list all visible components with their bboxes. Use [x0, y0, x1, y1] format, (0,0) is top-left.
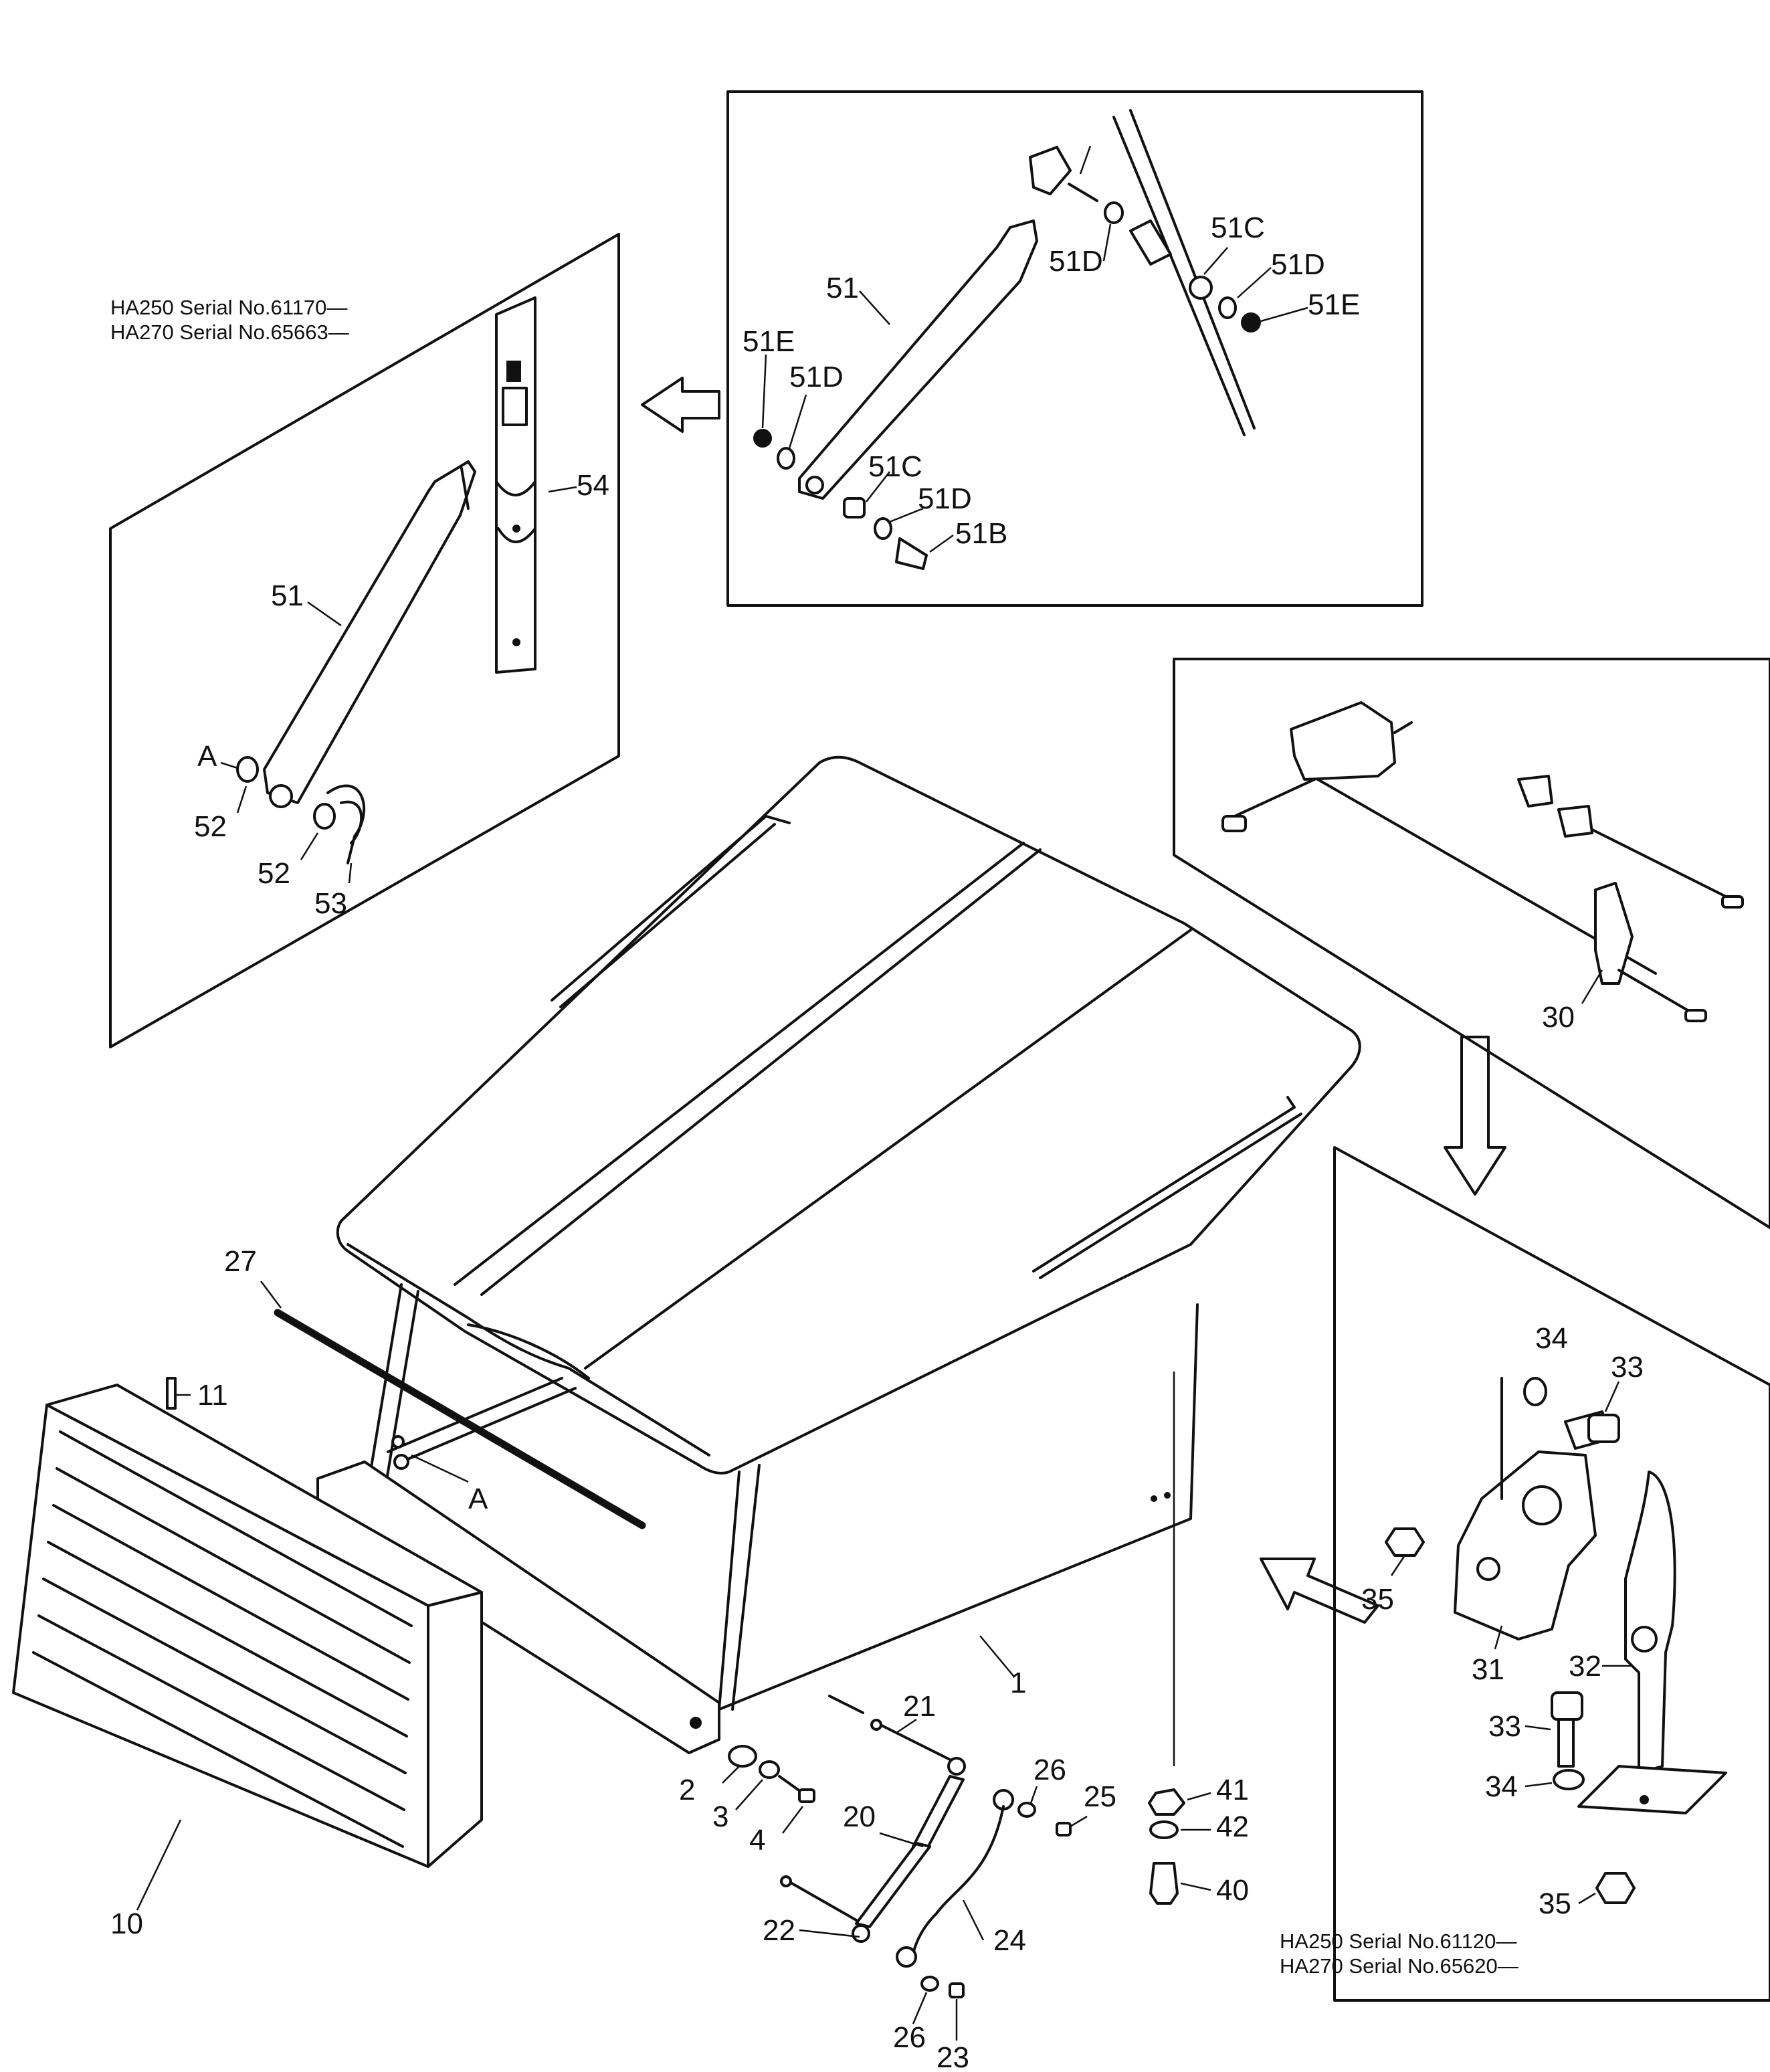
callout-23: 23 — [937, 2041, 969, 2072]
callout-41: 41 — [1216, 1774, 1249, 1806]
callout-52: 52 — [258, 857, 290, 890]
detail-panel-stay-bar — [109, 233, 620, 1048]
detail-panel-stay-hardware — [726, 90, 1423, 607]
callout-31: 31 — [1472, 1653, 1504, 1686]
seal-strip — [274, 1309, 646, 1529]
callout-30: 30 — [1542, 1001, 1575, 1034]
left-arrow-icon — [641, 377, 720, 433]
callout-51E: 51E — [743, 325, 795, 358]
callout-33: 33 — [1611, 1351, 1644, 1384]
callout-2: 2 — [679, 1774, 695, 1806]
callout-53: 53 — [314, 887, 347, 920]
serial-note-top-left: HA250 Serial No.61170— HA270 Serial No.6… — [110, 296, 349, 344]
callout-35: 35 — [1361, 1583, 1394, 1616]
callout-51C: 51C — [1211, 211, 1265, 244]
serial-note-line: HA250 Serial No.61170— — [110, 296, 347, 319]
callout-51D: 51D — [1049, 245, 1103, 278]
callout-34: 34 — [1485, 1770, 1518, 1803]
callout-34: 34 — [1535, 1322, 1568, 1355]
callout-42: 42 — [1216, 1810, 1249, 1843]
callout-40: 40 — [1216, 1874, 1249, 1907]
callout-26: 26 — [893, 2021, 926, 2054]
callout-25: 25 — [1084, 1780, 1116, 1813]
callout-3: 3 — [712, 1800, 728, 1833]
callout-24: 24 — [993, 1924, 1026, 1957]
radiator-grille — [12, 1377, 483, 1911]
callout-A: A — [197, 740, 217, 773]
callout-21: 21 — [903, 1690, 936, 1723]
detail-panel-latch — [1173, 658, 1770, 1229]
gas-spring-hardware — [722, 1695, 1211, 2041]
callout-labels: 54 51 A 52 52 53 51 51D 51C 51D 51E 51E … — [110, 211, 1644, 2072]
callout-27: 27 — [224, 1245, 257, 1278]
detail-panel-hood-lock — [1333, 1146, 1770, 2002]
callout-51D: 51D — [789, 361, 844, 393]
callout-51: 51 — [826, 272, 859, 304]
callout-51D: 51D — [918, 482, 972, 515]
serial-note-line: HA250 Serial No.61120— — [1280, 1929, 1516, 1953]
callout-10: 10 — [110, 1907, 143, 1940]
callout-A: A — [468, 1483, 488, 1515]
callout-22: 22 — [763, 1914, 795, 1947]
callout-52: 52 — [194, 810, 227, 843]
callout-20: 20 — [843, 1800, 876, 1833]
callout-51B: 51B — [955, 517, 1007, 550]
callout-35: 35 — [1539, 1887, 1571, 1920]
callout-51E: 51E — [1308, 288, 1360, 321]
callout-33: 33 — [1488, 1710, 1521, 1743]
callout-51D: 51D — [1271, 248, 1325, 281]
serial-note-line: HA270 Serial No.65663— — [110, 320, 349, 344]
callout-32: 32 — [1569, 1650, 1601, 1683]
up-left-arrow-icon — [1260, 1558, 1379, 1624]
callout-51C: 51C — [868, 450, 922, 483]
callout-54: 54 — [577, 469, 609, 502]
down-arrow-icon — [1444, 1036, 1506, 1196]
serial-note-bottom-right: HA250 Serial No.61120— HA270 Serial No.6… — [1280, 1929, 1518, 1978]
callout-51: 51 — [271, 579, 304, 612]
callout-4: 4 — [749, 1824, 765, 1857]
callout-26: 26 — [1034, 1754, 1066, 1786]
callout-1: 1 — [1010, 1667, 1026, 1699]
serial-note-line: HA270 Serial No.65620— — [1280, 1954, 1518, 1978]
callout-11: 11 — [197, 1379, 228, 1412]
